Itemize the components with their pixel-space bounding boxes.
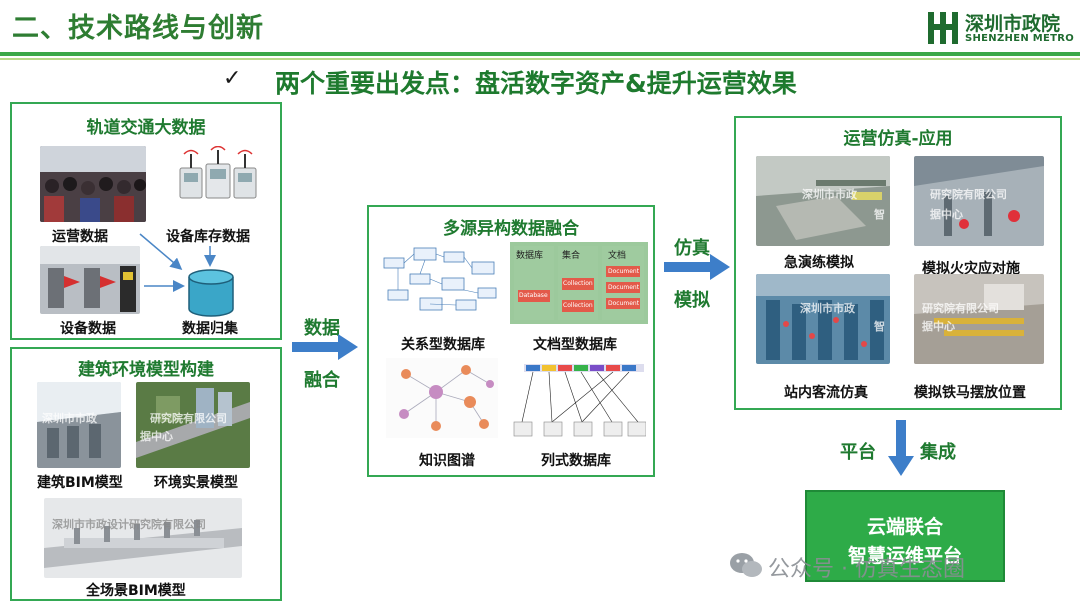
drill-sim-label: 急演练模拟 [784,255,854,271]
doc-db-document: Document [608,300,640,307]
document-db-label: 文档型数据库 [533,337,617,353]
header-rule-light [0,58,1080,60]
right-arrow-icon [664,254,730,280]
panel-title: 建筑环境模型构建 [78,360,214,380]
database-cylinder-icon [188,269,234,317]
photo-watermark: 深圳市市政 [802,188,857,201]
fire-sim-photo [914,156,1044,246]
cloud-platform-box: 云端联合 智慧运维平台 [805,490,1005,582]
barrier-sim-label: 模拟铁马摆放位置 [914,385,1026,401]
environment-model-photo [136,382,250,468]
photo-watermark: 研究院有限公司 [150,412,227,425]
doc-db-database: Database [519,292,548,299]
photo-watermark: 据中心 [930,208,963,221]
device-inventory-label: 设备库存数据 [166,229,250,245]
device-data-photo [40,246,140,314]
data-fusion-label-1: 数据 [304,318,340,339]
platform-line-2: 智慧运维平台 [847,545,962,567]
operation-data-label: 运营数据 [52,229,108,245]
wechat-watermark: 公众号 · 仿真生态圈 [768,557,965,582]
page-title: 二、技术路线与创新 [12,13,264,44]
header-rule [0,52,1080,56]
doc-db-col3: 文档 [608,251,627,261]
device-data-label: 设备数据 [60,321,116,337]
environment-model-label: 环境实景模型 [154,475,238,491]
doc-db-collection: Collection [563,280,593,287]
check-icon: ✓ [223,66,242,91]
doc-db-collection: Collection [563,302,593,309]
photo-watermark: 据中心 [922,320,955,333]
photo-watermark: 深圳市市政 [800,302,855,315]
wechat-icon [730,553,762,577]
passenger-flow-photo [756,274,890,364]
photo-watermark: 深圳市市政设计研究院有限公司 [52,518,206,531]
data-collection-label: 数据归集 [182,321,238,337]
knowledge-graph-diagram [386,358,498,438]
photo-watermark: 深圳市市政 [42,412,97,425]
building-bim-photo [37,382,121,468]
platform-line-1: 云端联合 [866,516,943,538]
knowledge-graph-label: 知识图谱 [419,453,475,469]
photo-watermark: 智 [874,208,885,221]
photo-watermark: 研究院有限公司 [930,188,1007,201]
fire-sim-label: 模拟火灾应对施 [922,261,1020,277]
drill-sim-photo [756,156,890,246]
logo-text-en: SHENZHEN METRO [965,33,1075,44]
right-arrow-icon [292,334,358,360]
photo-watermark: 据中心 [140,430,173,443]
full-scene-bim-photo [44,498,242,578]
relational-db-diagram [383,247,497,311]
panel-title: 轨道交通大数据 [86,118,206,138]
full-scene-bim-label: 全场景BIM模型 [86,583,186,599]
logo-text-cn: 深圳市政院 [965,13,1061,35]
operation-data-photo [40,146,146,222]
panel-title: 多源异构数据融合 [443,219,579,239]
doc-db-document: Document [608,268,640,275]
simulation-label-1: 仿真 [674,238,710,259]
barrier-sim-photo [914,274,1044,364]
document-db-diagram [510,242,648,324]
down-arrow-icon [888,420,914,476]
relational-db-label: 关系型数据库 [401,337,485,353]
platform-label-left: 平台 [840,442,876,463]
building-bim-label: 建筑BIM模型 [37,475,123,491]
passenger-flow-label: 站内客流仿真 [784,385,868,401]
doc-db-document: Document [608,284,640,291]
collection-arrows [139,233,216,292]
columnar-db-diagram [513,364,646,437]
doc-db-col2: 集合 [562,251,581,261]
device-inventory-photo [179,146,257,199]
simulation-label-2: 模拟 [674,290,710,311]
photo-watermark: 研究院有限公司 [922,302,999,315]
data-fusion-label-2: 融合 [304,370,340,391]
metro-logo-icon [928,12,958,44]
subtitle: 两个重要出发点：盘活数字资产&提升运营效果 [275,69,797,98]
photo-watermark: 智 [874,320,885,333]
platform-label-right: 集成 [920,442,956,463]
panel-title: 运营仿真-应用 [843,129,953,149]
columnar-db-label: 列式数据库 [541,453,611,469]
doc-db-col1: 数据库 [516,251,544,261]
